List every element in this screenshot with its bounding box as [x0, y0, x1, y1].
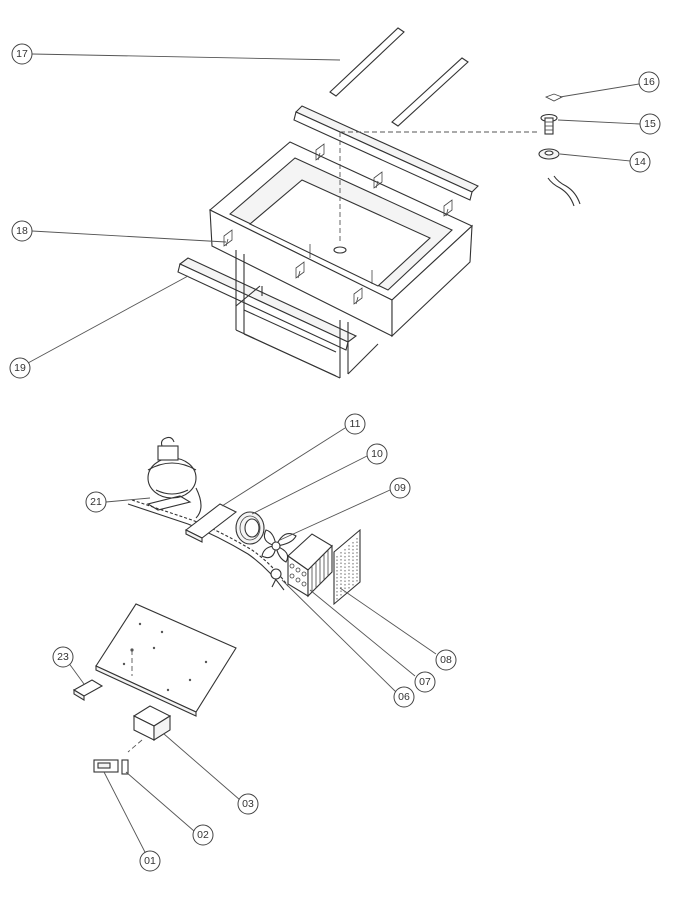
callout-10: 10	[366, 443, 388, 465]
callout-08-label: 08	[440, 654, 452, 666]
refrigerant-tubing	[127, 487, 289, 591]
callout-01: 01	[139, 850, 161, 872]
callout-15: 15	[639, 113, 661, 135]
compressor-21	[146, 436, 197, 511]
callout-21: 21	[85, 491, 107, 513]
callout-15-label: 15	[644, 118, 656, 130]
callout-21-label: 21	[90, 496, 102, 508]
top-rail-rear	[293, 105, 479, 201]
display-01	[93, 759, 119, 773]
callout-16: 16	[638, 71, 660, 93]
fan-motor-10	[235, 511, 265, 545]
filter-drier-11	[184, 503, 238, 543]
clip-02	[121, 759, 129, 775]
callout-23: 23	[52, 646, 74, 668]
switch-23	[72, 679, 104, 701]
callout-01-label: 01	[144, 855, 156, 867]
stand-frame	[235, 250, 379, 379]
front-rail-19	[177, 257, 358, 351]
callout-14-label: 14	[634, 156, 646, 168]
condenser-fitting-06	[270, 568, 282, 588]
callout-18-label: 18	[16, 225, 28, 237]
callout-03-label: 03	[242, 798, 254, 810]
callout-19-label: 19	[14, 362, 26, 374]
fan-blade-09	[261, 529, 297, 563]
callout-18: 18	[11, 220, 33, 242]
callout-02-label: 02	[197, 829, 209, 841]
drain-parts	[538, 93, 581, 207]
callout-02: 02	[192, 824, 214, 846]
callout-09: 09	[389, 477, 411, 499]
callout-03: 03	[237, 793, 259, 815]
callout-06: 06	[393, 686, 415, 708]
callout-08: 08	[435, 649, 457, 671]
callout-17-label: 17	[16, 48, 28, 60]
assembly-lines-top	[339, 131, 540, 244]
callout-10-label: 10	[371, 448, 383, 460]
controller-box-03	[127, 705, 172, 753]
glass-rails-17	[329, 27, 469, 127]
control-panel-plate	[95, 603, 237, 717]
callout-11: 11	[344, 413, 366, 435]
well-tank	[209, 141, 473, 338]
callout-17: 17	[11, 43, 33, 65]
callout-23-label: 23	[57, 651, 69, 663]
callout-14: 14	[629, 151, 651, 173]
callout-07: 07	[414, 671, 436, 693]
well-fasteners	[223, 143, 453, 305]
callout-09-label: 09	[394, 482, 406, 494]
callout-11-label: 11	[350, 418, 361, 430]
callout-16-label: 16	[643, 76, 655, 88]
callout-06-label: 06	[398, 691, 410, 703]
callout-07-label: 07	[419, 676, 431, 688]
condenser-grille-08	[333, 528, 361, 606]
callout-19: 19	[9, 357, 31, 379]
leader-lines	[27, 53, 641, 859]
condenser-07	[287, 533, 333, 598]
